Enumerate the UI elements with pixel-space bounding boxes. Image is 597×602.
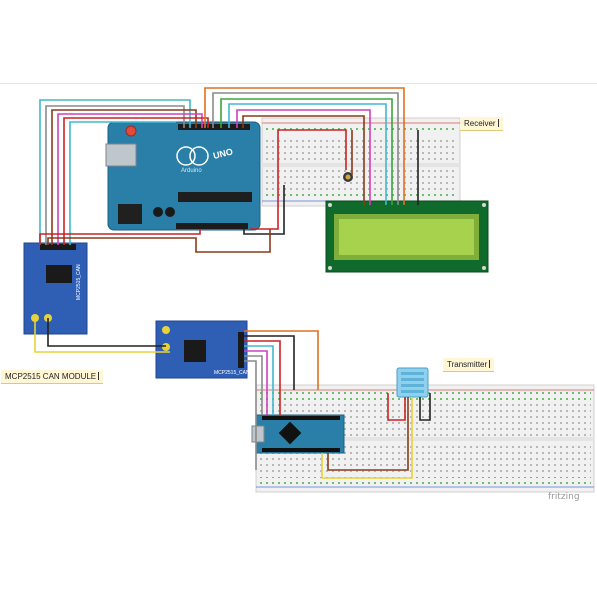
arduino-nano [251,414,345,454]
potentiometer [343,172,353,182]
receiver-label-text: Receiver [464,119,496,128]
arduino-brand-text: Arduino [181,168,202,174]
arduino-uno-board: UNO Arduino [105,121,261,231]
dht-sensor [396,367,429,398]
can-chip-2 [184,340,206,362]
mcp-module-label-text: MCP2515 CAN MODULE [5,372,97,381]
arduino-logo-icon [176,146,196,166]
fritzing-watermark: fritzing [548,492,580,502]
uno-logo-text: UNO [212,146,234,161]
mcp-module-label: MCP2515 CAN MODULE [1,370,104,384]
can-module-1: MCP2515_CAN [23,242,88,335]
receiver-label: Receiver [460,117,503,131]
can-module-1-text: MCP2515_CAN [76,264,82,300]
atmega-chip [178,192,252,202]
usb-port [105,143,137,167]
digital-header [178,124,250,130]
receiver-breadboard [261,117,461,207]
wires [34,87,431,479]
transmitter-label: Transmitter [443,358,495,372]
can-header-2 [238,332,244,368]
nano-chip [278,421,302,445]
can-module-2: MCP2515_CAN [155,320,250,379]
can-header-1 [40,244,76,250]
analog-header [176,223,248,229]
top-divider [0,83,597,84]
power-jack [118,204,142,224]
transmitter-label-text: Transmitter [447,360,488,369]
can-chip-1 [46,265,72,283]
can-module-2-text: MCP2515_CAN [214,370,250,376]
lcd-16x2 [325,200,489,273]
nano-usb [251,425,265,443]
reset-button [125,125,137,137]
